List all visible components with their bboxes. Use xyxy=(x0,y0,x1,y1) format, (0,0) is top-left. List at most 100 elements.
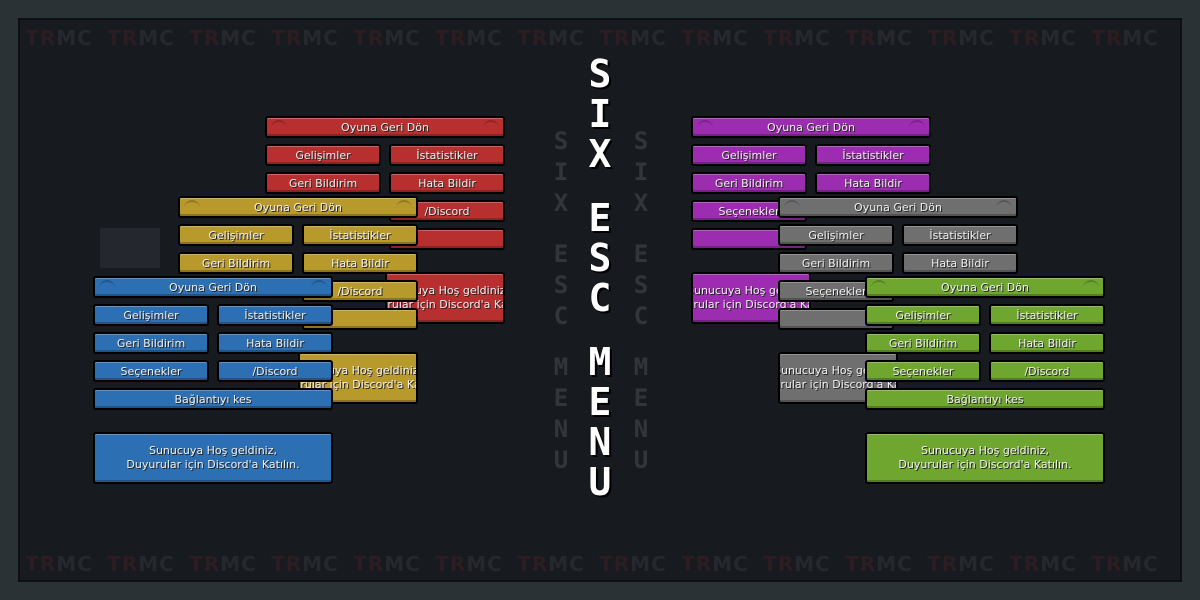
return-button[interactable]: Oyuna Geri Dön xyxy=(865,276,1105,298)
report-bug-button[interactable]: Hata Bildir xyxy=(989,332,1105,354)
options-button[interactable]: Seçenekler xyxy=(865,360,981,382)
statistics-button[interactable]: İstatistikler xyxy=(302,224,418,246)
title-letter: E xyxy=(588,196,612,240)
return-label: Oyuna Geri Dön xyxy=(767,120,855,134)
options-label: Seçenekler xyxy=(120,364,182,378)
ghost-title-letter: U xyxy=(553,446,569,474)
ghost-title-letter: E xyxy=(553,384,569,412)
title-letter: N xyxy=(588,420,612,464)
advancements-label: Gelişimler xyxy=(721,148,777,162)
watermark-logo: TRMC xyxy=(681,26,749,50)
advancements-button[interactable]: Gelişimler xyxy=(865,304,981,326)
report-bug-button[interactable]: Hata Bildir xyxy=(815,172,931,194)
statistics-button[interactable]: İstatistikler xyxy=(989,304,1105,326)
statistics-button[interactable]: İstatistikler xyxy=(902,224,1018,246)
title-letter: E xyxy=(588,380,612,424)
advancements-label: Gelişimler xyxy=(895,308,951,322)
statistics-label: İstatistikler xyxy=(244,308,306,322)
discord-label: /Discord xyxy=(424,204,470,218)
return-button[interactable]: Oyuna Geri Dön xyxy=(778,196,1018,218)
welcome-line2: Duyurular için Discord'a Katılın. xyxy=(898,458,1072,471)
return-button[interactable]: Oyuna Geri Dön xyxy=(93,276,333,298)
welcome-line1: Sunucuya Hoş geldiniz, xyxy=(920,444,1050,457)
watermark-logo: TRMC xyxy=(435,552,503,576)
watermark-logo: TRMC xyxy=(517,552,585,576)
watermark-logo: TRMC xyxy=(189,26,257,50)
statistics-label: İstatistikler xyxy=(416,148,478,162)
watermark-logo: TRMC xyxy=(435,26,503,50)
ghost-title-letter: M xyxy=(633,353,649,381)
screen-frame: TRMC TRMC TRMC TRMC TRMC TRMC TRMC TRMC TRMC TRMC… xyxy=(18,18,1182,582)
ghost-title-letter: U xyxy=(633,446,649,474)
watermark-logo: TRMC xyxy=(271,26,339,50)
watermark-logo: TRMC xyxy=(599,26,667,50)
options-label: Seçenekler xyxy=(892,364,954,378)
report-bug-label: Hata Bildir xyxy=(844,176,902,190)
feedback-label: Geri Bildirim xyxy=(288,176,358,190)
advancements-button[interactable]: Gelişimler xyxy=(93,304,209,326)
feedback-button[interactable]: Geri Bildirim xyxy=(93,332,209,354)
discord-button[interactable]: /Discord xyxy=(217,360,333,382)
advancements-button[interactable]: Gelişimler xyxy=(691,144,807,166)
welcome-banner[interactable]: Sunucuya Hoş geldiniz,Duyurular için Dis… xyxy=(93,432,333,484)
feedback-button[interactable]: Geri Bildirim xyxy=(691,172,807,194)
welcome-banner[interactable]: Sunucuya Hoş geldiniz,Duyurular için Dis… xyxy=(865,432,1105,484)
disconnect-button[interactable]: Bağlantıyı kes xyxy=(865,388,1105,410)
options-label: Seçenekler xyxy=(718,204,780,218)
watermark-logo: TRMC xyxy=(271,552,339,576)
ghost-title-letter: S xyxy=(633,271,649,299)
title-letter: C xyxy=(588,276,612,320)
ghost-title-letter: N xyxy=(553,415,569,443)
ghost-title-letter: E xyxy=(633,384,649,412)
report-bug-button[interactable]: Hata Bildir xyxy=(389,172,505,194)
advancements-label: Gelişimler xyxy=(208,228,264,242)
options-button[interactable]: Seçenekler xyxy=(93,360,209,382)
advancements-label: Gelişimler xyxy=(295,148,351,162)
return-button[interactable]: Oyuna Geri Dön xyxy=(265,116,505,138)
ghost-title-letter: C xyxy=(633,302,649,330)
feedback-button[interactable]: Geri Bildirim xyxy=(178,252,294,274)
ghost-title-letter: E xyxy=(553,240,569,268)
discord-label: /Discord xyxy=(1024,364,1070,378)
report-bug-button[interactable]: Hata Bildir xyxy=(302,252,418,274)
advancements-button[interactable]: Gelişimler xyxy=(178,224,294,246)
statistics-button[interactable]: İstatistikler xyxy=(389,144,505,166)
discord-button[interactable]: /Discord xyxy=(389,200,505,222)
return-label: Oyuna Geri Dön xyxy=(854,200,942,214)
ghost-title-letter: E xyxy=(633,240,649,268)
report-bug-button[interactable]: Hata Bildir xyxy=(902,252,1018,274)
ghost-title-letter: S xyxy=(553,127,569,155)
statistics-button[interactable]: İstatistikler xyxy=(217,304,333,326)
watermark-logo: TRMC xyxy=(763,552,831,576)
advancements-button[interactable]: Gelişimler xyxy=(265,144,381,166)
advancements-button[interactable]: Gelişimler xyxy=(778,224,894,246)
discord-button[interactable]: /Discord xyxy=(989,360,1105,382)
report-bug-label: Hata Bildir xyxy=(331,256,389,270)
feedback-button[interactable]: Geri Bildirim xyxy=(265,172,381,194)
watermark-logo: TRMC xyxy=(845,26,913,50)
watermark-logo: TRMC xyxy=(1009,552,1077,576)
feedback-button[interactable]: Geri Bildirim xyxy=(778,252,894,274)
watermark-logo: TRMC xyxy=(353,552,421,576)
advancements-label: Gelişimler xyxy=(808,228,864,242)
title-letter: S xyxy=(588,236,612,280)
statistics-label: İstatistikler xyxy=(929,228,991,242)
statistics-button[interactable]: İstatistikler xyxy=(815,144,931,166)
disconnect-button[interactable]: Bağlantıyı kes xyxy=(93,388,333,410)
feedback-button[interactable]: Geri Bildirim xyxy=(865,332,981,354)
title-letter: I xyxy=(588,92,612,136)
return-label: Oyuna Geri Dön xyxy=(254,200,342,214)
watermark-logo: TRMC xyxy=(25,26,93,50)
watermark-logo: TRMC xyxy=(681,552,749,576)
watermark-logo: TRMC xyxy=(927,26,995,50)
statistics-label: İstatistikler xyxy=(1016,308,1078,322)
return-button[interactable]: Oyuna Geri Dön xyxy=(178,196,418,218)
report-bug-label: Hata Bildir xyxy=(418,176,476,190)
watermark-logo: TRMC xyxy=(107,26,175,50)
report-bug-button[interactable]: Hata Bildir xyxy=(217,332,333,354)
return-button[interactable]: Oyuna Geri Dön xyxy=(691,116,931,138)
discord-label: /Discord xyxy=(252,364,298,378)
welcome-line1: Sunucuya Hoş geldiniz, xyxy=(148,444,278,457)
